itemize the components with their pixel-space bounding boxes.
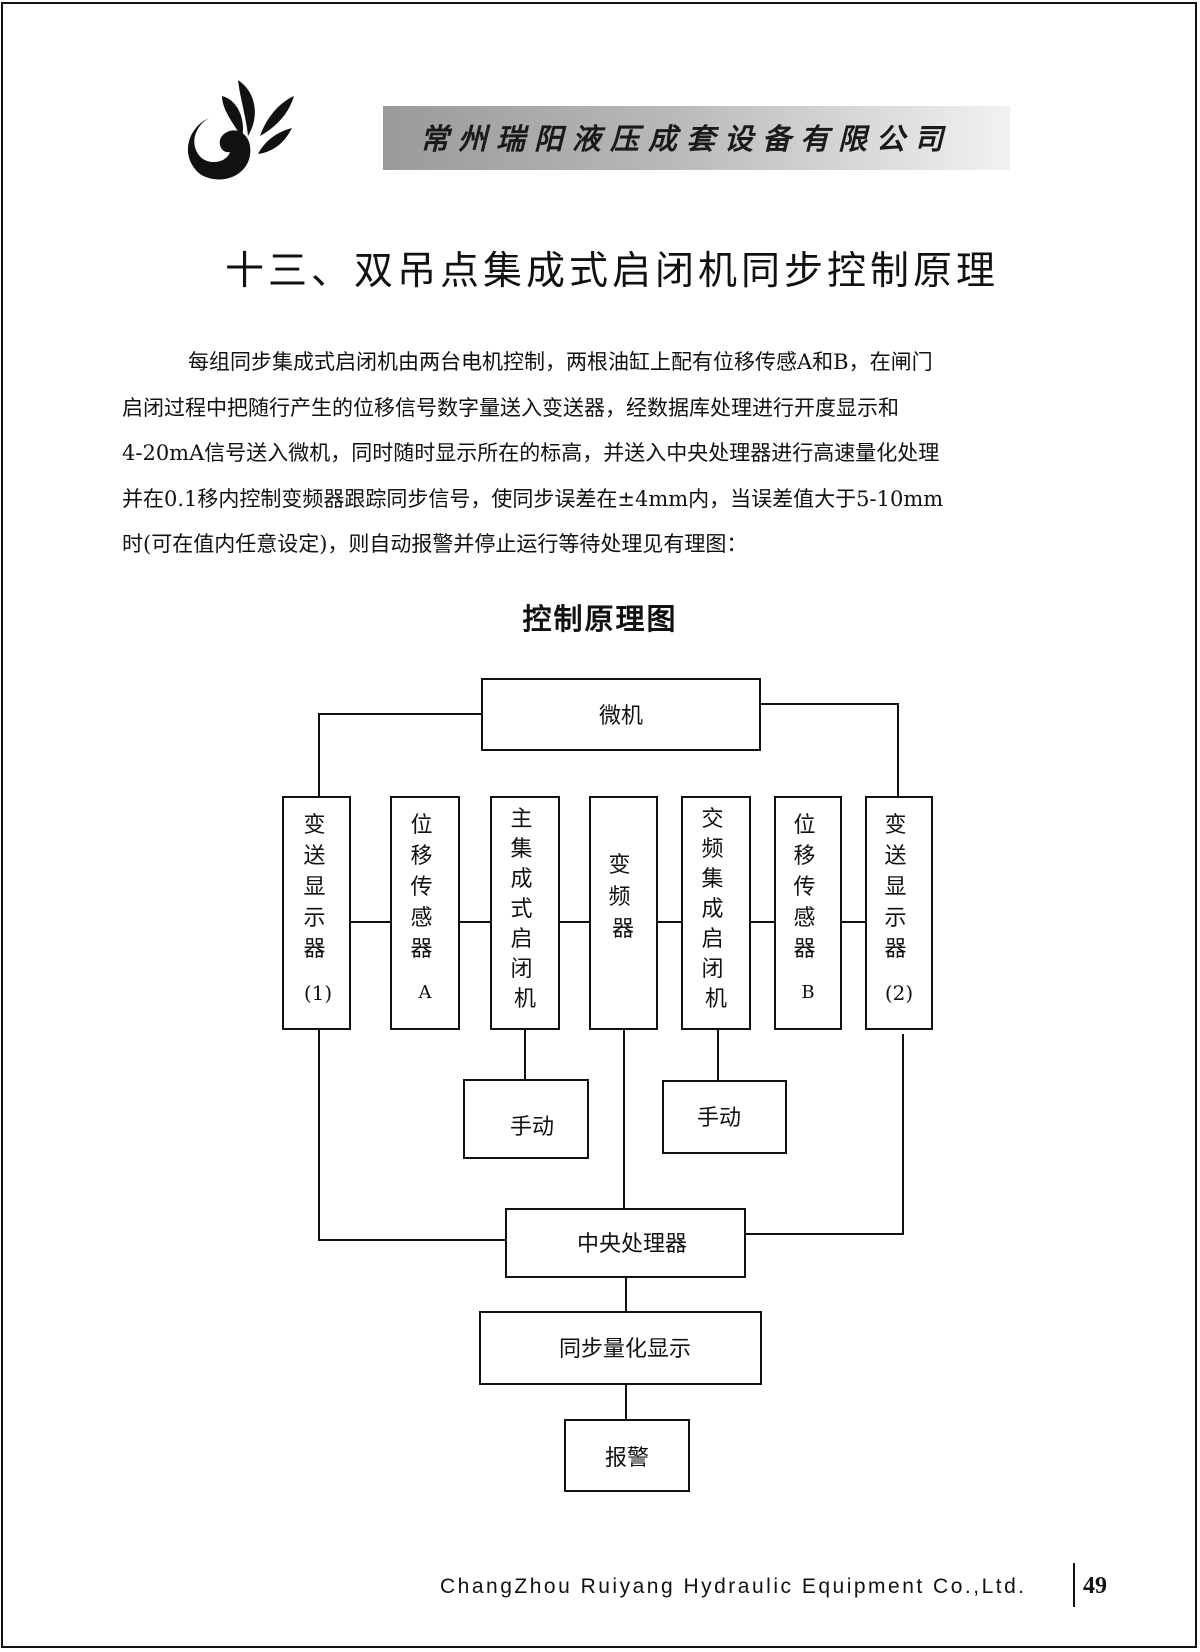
body-line: 并在0.1移内控制变频器跟踪同步信号，使同步误差在±4mm内，当误差值大于5-1… (122, 486, 944, 511)
frequency-converter-box (589, 796, 658, 1030)
page-number: 49 (1083, 1573, 1107, 1599)
header-banner (383, 106, 1010, 170)
alarm-box (564, 1419, 690, 1492)
displacement-sensor-a-box (390, 796, 460, 1030)
vf-integrated-hoist-box (681, 796, 751, 1030)
manual-2-label: 手动 (697, 1106, 741, 1131)
main-integrated-hoist-label: 主 集 成 式 启 闭 机 (510, 807, 539, 1012)
sync-display-label: 同步量化显示 (559, 1337, 691, 1362)
swirl-leaf-logo-icon (187, 80, 294, 180)
displacement-sensor-a-label: 位 移 传 感 器 A (410, 813, 439, 1003)
central-processor-label: 中央处理器 (577, 1232, 687, 1257)
sync-display-box (479, 1311, 762, 1385)
body-line: 启闭过程中把随行产生的位移信号数字量送入变送器，经数据库处理进行开度显示和 (122, 395, 899, 420)
body-line: 每组同步集成式启闭机由两台电机控制，两根油缸上配有位移传感A和B，在闸门 (188, 350, 933, 374)
page-title: 十三、双吊点集成式启闭机同步控制原理 (225, 249, 1000, 294)
microcomputer-box (481, 678, 761, 751)
main-integrated-hoist-box (490, 796, 560, 1030)
connector-lines (318, 703, 904, 1420)
transmitter-display-1-box (282, 796, 351, 1030)
transmitter-display-2-label: 变 送 显 示 器 (2) (884, 813, 913, 1005)
manual-1-box (463, 1079, 589, 1159)
diagram-title: 控制原理图 (522, 602, 678, 636)
body-line: 时(可在值内任意设定)，则自动报警并停止运行等待处理见有理图： (122, 532, 748, 556)
vf-integrated-hoist-label: 交 频 集 成 启 闭 机 (701, 807, 730, 1012)
manual-1-label: 手动 (510, 1115, 554, 1140)
transmitter-display-2-box (865, 796, 933, 1030)
displacement-sensor-b-label: 位 移 传 感 器 B (793, 813, 822, 1003)
central-processor-box (505, 1208, 746, 1278)
footer-divider (1073, 1563, 1075, 1607)
transmitter-display-1-label: 变 送 显 示 器 (1) (303, 813, 332, 1005)
alarm-label: 报警 (605, 1446, 649, 1471)
body-paragraph: 每组同步集成式启闭机由两台电机控制，两根油缸上配有位移传感A和B，在闸门 启闭过… (122, 340, 1082, 568)
manual-2-box (662, 1080, 787, 1154)
body-line: 4-20mA信号送入微机，同时随时显示所在的标高，并送入中央处理器进行高速量化处… (122, 441, 940, 465)
footer-company-name: ChangZhou Ruiyang Hydraulic Equipment Co… (440, 1575, 1027, 1598)
displacement-sensor-b-box (774, 796, 842, 1030)
microcomputer-label: 微机 (599, 704, 643, 729)
company-name: 常州瑞阳液压成套设备有限公司 (420, 122, 953, 156)
frequency-converter-label: 变 频 器 (608, 853, 637, 942)
